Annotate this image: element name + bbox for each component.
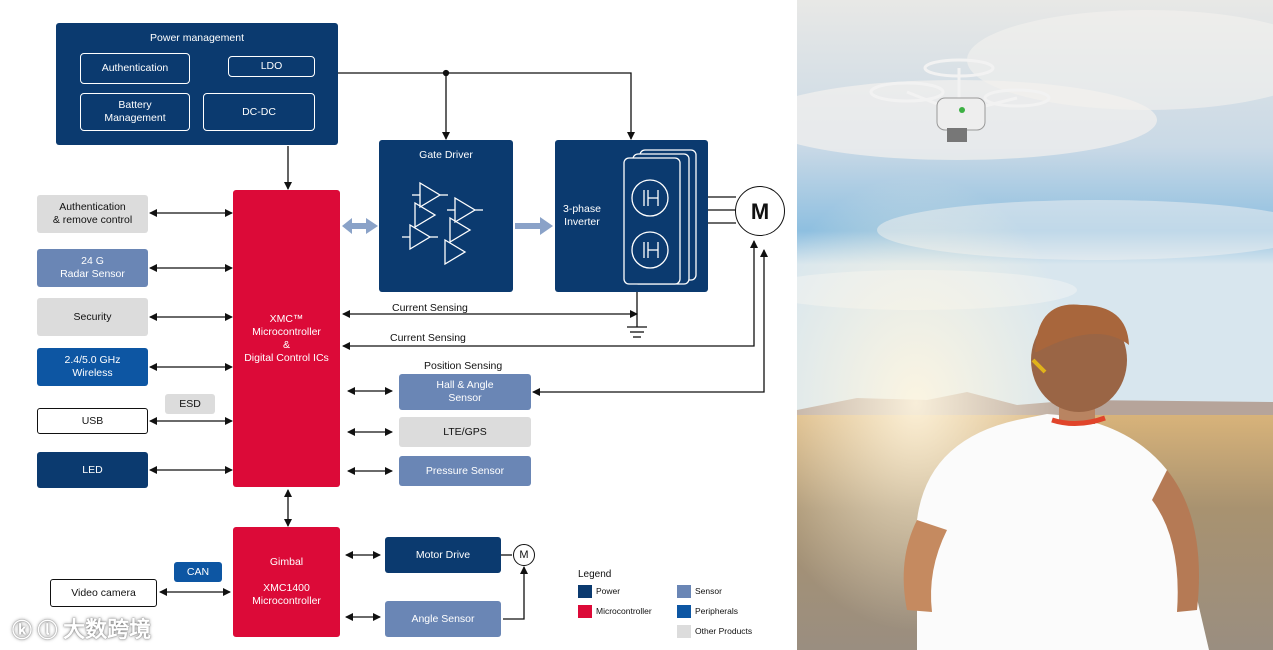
wireless-block: 2.4/5.0 GHz Wireless — [37, 348, 148, 386]
legend-swatch-sensor — [677, 585, 691, 598]
legend-label-other: Other Products — [695, 626, 753, 636]
auth-remote-control-label: Authentication & remove control — [52, 201, 133, 226]
angle-sensor-label: Angle Sensor — [411, 612, 475, 625]
position-sensing-label: Position Sensing — [424, 360, 503, 372]
pm-dcdc-label: DC-DC — [242, 105, 276, 118]
legend-label-sensor: Sensor — [695, 586, 722, 596]
hall-angle-sensor-block: Hall & Angle Sensor — [399, 374, 531, 410]
usb-block: USB — [37, 408, 148, 434]
watermark-text: 大数跨境 — [63, 617, 152, 642]
motor-label: M — [750, 198, 770, 224]
pm-authentication-label: Authentication — [101, 62, 169, 74]
power-management-title: Power management — [150, 32, 244, 44]
can-block: CAN — [174, 562, 222, 582]
pm-ldo-box: LDO — [228, 56, 315, 77]
gate-driver-amplifiers-icon — [402, 181, 483, 266]
lte-gps-label: LTE/GPS — [443, 425, 487, 438]
led-block: LED — [37, 452, 148, 488]
pressure-sensor-block: Pressure Sensor — [399, 456, 531, 486]
legend-label-peripherals: Peripherals — [695, 606, 738, 616]
video-camera-label: Video camera — [71, 586, 136, 599]
current-sensing-label-2: Current Sensing — [390, 332, 466, 344]
inverter-label: 3-phase Inverter — [563, 203, 601, 228]
legend-swatch-other — [677, 625, 691, 638]
gimbal-microcontroller-block: Gimbal XMC1400 Microcontroller — [233, 527, 340, 637]
legend-swatch-microcontroller — [578, 605, 592, 618]
legend-label-microcontroller: Microcontroller — [596, 606, 652, 616]
gate-driver-block: Gate Driver — [379, 140, 513, 292]
esd-label: ESD — [179, 397, 201, 410]
hall-angle-sensor-label: Hall & Angle Sensor — [436, 379, 494, 404]
legend-label-power: Power — [596, 586, 621, 596]
pm-battery-label: Battery Management — [104, 99, 166, 124]
security-block: Security — [37, 298, 148, 336]
current-sensing-label-1: Current Sensing — [392, 302, 468, 314]
connector-lines — [149, 69, 768, 621]
inverter-mosfet-icon — [623, 149, 697, 285]
legend-title: Legend — [578, 569, 612, 580]
pm-battery-box: Battery Management — [80, 93, 190, 131]
xmc-microcontroller-label: XMC™ Microcontroller & Digital Control I… — [244, 312, 329, 364]
auth-remote-control-block: Authentication & remove control — [37, 195, 148, 233]
motor-drive-label: Motor Drive — [415, 548, 471, 561]
watermark: ⓚ ⓛ 大数跨境 — [12, 612, 151, 644]
motor-icon: M — [735, 186, 785, 236]
pressure-sensor-label: Pressure Sensor — [425, 464, 505, 477]
wireless-label: 2.4/5.0 GHz Wireless — [64, 354, 121, 379]
lte-gps-block: LTE/GPS — [399, 417, 531, 447]
legend-swatch-peripherals — [677, 605, 691, 618]
pm-ldo-label: LDO — [260, 60, 283, 72]
pm-authentication-box: Authentication — [80, 53, 190, 84]
gimbal-motor-icon: M — [513, 544, 535, 566]
angle-sensor-block: Angle Sensor — [385, 601, 501, 637]
video-camera-block: Video camera — [50, 579, 157, 607]
drone-photo — [797, 0, 1273, 650]
security-label: Security — [73, 310, 112, 323]
motor-drive-block: Motor Drive — [385, 537, 501, 573]
radar-sensor-label: 24 G Radar Sensor — [60, 255, 125, 280]
radar-sensor-block: 24 G Radar Sensor — [37, 249, 148, 287]
gate-driver-title: Gate Driver — [419, 149, 473, 161]
can-label: CAN — [186, 565, 210, 578]
led-label: LED — [82, 463, 103, 476]
esd-block: ESD — [165, 394, 215, 414]
gimbal-microcontroller-label: Gimbal XMC1400 Microcontroller — [252, 556, 321, 607]
gimbal-motor-label: M — [519, 548, 529, 561]
usb-label: USB — [81, 414, 104, 427]
xmc-microcontroller-block: XMC™ Microcontroller & Digital Control I… — [233, 190, 340, 487]
legend-swatch-power — [578, 585, 592, 598]
pm-dcdc-box: DC-DC — [203, 93, 315, 131]
power-management-block: Power management — [56, 23, 338, 145]
watermark-logo-icon: ⓚ ⓛ — [12, 620, 64, 642]
